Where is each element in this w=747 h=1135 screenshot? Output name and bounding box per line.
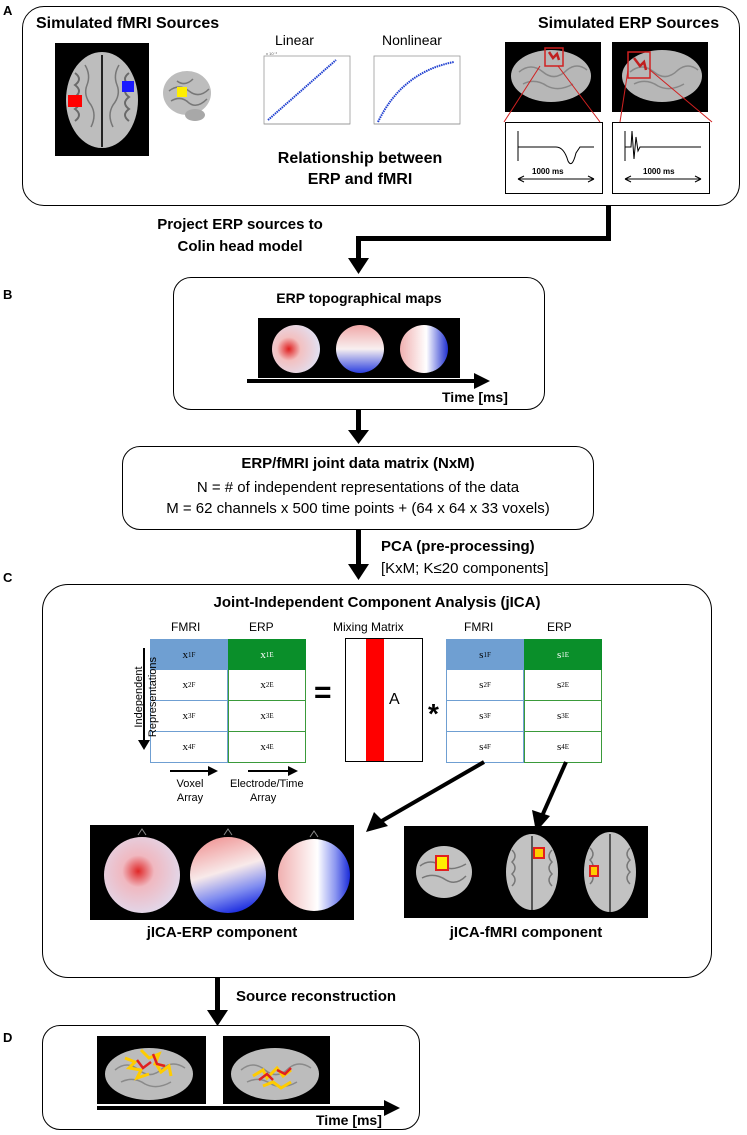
- arrow-a-head: [348, 258, 369, 274]
- time-axis-b: [247, 379, 477, 383]
- voxel-line-2: Array: [176, 792, 204, 804]
- electrode-arrow-head: [288, 766, 298, 776]
- times-sign: *: [428, 698, 439, 729]
- time-label-d: Time [ms]: [316, 1112, 382, 1128]
- svg-text:x 10⁻³: x 10⁻³: [266, 52, 278, 56]
- independent-arrow-head: [138, 740, 150, 750]
- mixing-matrix-red-column: [366, 639, 384, 761]
- jica-erp-component-label: jICA-ERP component: [146, 924, 298, 941]
- erp-source-brain-left: [505, 42, 601, 112]
- duration-left: 1000 ms: [532, 167, 564, 176]
- component-arrows: [366, 760, 568, 832]
- arrow-b-head: [348, 430, 369, 444]
- panel-letter-a: A: [3, 3, 13, 18]
- jica-erp-topo-maps: [90, 825, 354, 920]
- panel-letter-b: B: [3, 287, 13, 302]
- jica-fmri-brain-images: [404, 826, 648, 918]
- erp-topo-title: ERP topographical maps: [276, 290, 442, 306]
- arrow-b-shaft: [356, 410, 361, 432]
- erp-waveform-right: 1000 ms: [612, 122, 710, 194]
- relationship-line-1: Relationship between: [277, 150, 443, 167]
- arrow-source-shaft: [215, 978, 220, 1012]
- voxel-arrow-shaft: [170, 770, 210, 772]
- equals-sign: =: [314, 676, 332, 709]
- relationship-label: Relationship between ERP and fMRI: [250, 148, 470, 190]
- arrow-a-vertical: [606, 206, 611, 240]
- nonlinear-relationship-plot: [364, 52, 464, 134]
- independent-arrow-shaft: [143, 648, 145, 744]
- voxel-line-1: Voxel: [176, 778, 204, 790]
- fmri-axial-brain-image: [55, 43, 149, 156]
- arrow-source-head: [207, 1010, 228, 1026]
- pca-components: [KxM; K≤20 components]: [381, 560, 549, 577]
- joint-matrix-m: M = 62 channels x 500 time points + (64 …: [166, 500, 550, 517]
- voxel-array-label: Voxel Array: [160, 777, 220, 805]
- project-erp-line-2: Colin head model: [177, 238, 303, 255]
- arrow-a-horizontal: [356, 236, 611, 241]
- mixing-matrix-box: A: [345, 638, 423, 762]
- joint-matrix-title: ERP/fMRI joint data matrix (NxM): [241, 455, 475, 472]
- erp-zoom-connectors: [503, 65, 713, 123]
- fmri-sagittal-brain-image: [157, 63, 217, 129]
- electrode-arrow-shaft: [248, 770, 290, 772]
- relationship-line-2: ERP and fMRI: [307, 171, 413, 188]
- arrow-a-down: [356, 236, 361, 260]
- joint-matrix-n: N = # of independent representations of …: [196, 479, 520, 496]
- electrode-time-label: Electrode/Time Array: [230, 777, 330, 805]
- electrode-line-2: Array: [250, 792, 277, 804]
- jica-title: Joint-Independent Component Analysis (jI…: [213, 594, 541, 611]
- erp-waveform-left: 1000 ms: [505, 122, 603, 194]
- panel-letter-c: C: [3, 570, 13, 585]
- fmri-head-left: FMRI: [171, 620, 201, 634]
- source-reconstruction-brain-right: [223, 1036, 330, 1104]
- erp-source-brain-right: [612, 42, 708, 112]
- arrow-pca-head: [348, 564, 369, 580]
- erp-head-right: ERP: [547, 620, 572, 634]
- matrix-a-label: A: [389, 691, 400, 708]
- source-reconstruction-brain-left: [97, 1036, 206, 1104]
- project-erp-label: Project ERP sources to Colin head model: [130, 214, 350, 258]
- fmri-head-right: FMRI: [464, 620, 494, 634]
- mixing-matrix-label: Mixing Matrix: [333, 620, 404, 634]
- time-axis-d: [97, 1106, 387, 1110]
- panel-letter-d: D: [3, 1030, 13, 1045]
- arrow-pca-shaft: [356, 530, 361, 566]
- nonlinear-label: Nonlinear: [382, 32, 442, 48]
- linear-label: Linear: [275, 32, 314, 48]
- erp-head-left: ERP: [249, 620, 274, 634]
- time-axis-b-head: [474, 373, 490, 389]
- erp-sources-title: Simulated ERP Sources: [538, 15, 720, 32]
- jica-fmri-component-label: jICA-fMRI component: [449, 924, 603, 941]
- time-label-b: Time [ms]: [442, 389, 508, 405]
- joint-matrix-box: [122, 446, 594, 530]
- time-axis-d-head: [384, 1100, 400, 1116]
- linear-relationship-plot: x 10⁻³: [254, 51, 354, 134]
- pca-label: PCA (pre-processing): [381, 538, 535, 555]
- erp-topo-maps-small: [258, 318, 460, 378]
- electrode-line-1: Electrode/Time: [230, 778, 304, 790]
- fmri-sources-title: Simulated fMRI Sources: [36, 15, 220, 32]
- voxel-arrow-head: [208, 766, 218, 776]
- source-reconstruction-label: Source reconstruction: [236, 988, 397, 1005]
- duration-right: 1000 ms: [643, 167, 675, 176]
- project-erp-line-1: Project ERP sources to: [157, 216, 323, 233]
